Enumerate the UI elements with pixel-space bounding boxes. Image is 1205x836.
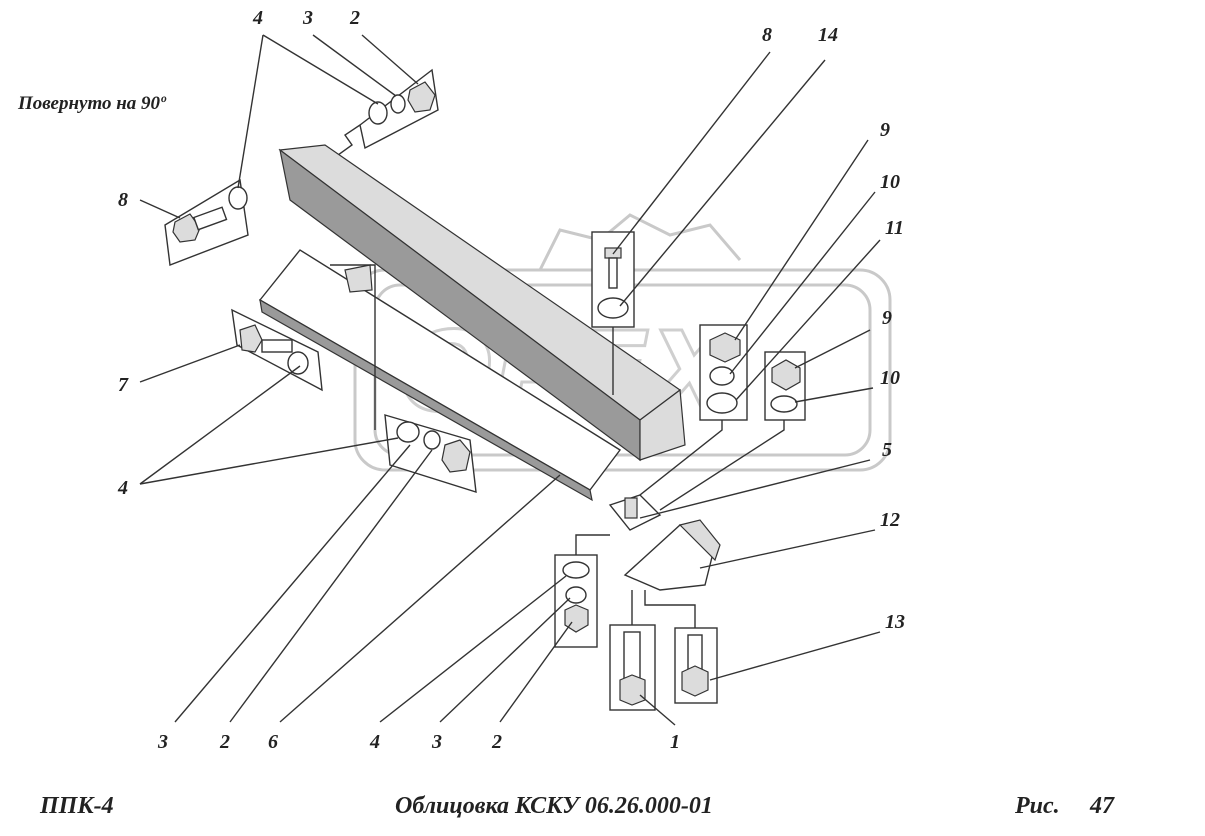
callout-left-7: 7 [118, 374, 128, 396]
callout-r-8: 8 [762, 24, 772, 46]
callout-b-3b: 3 [432, 731, 442, 753]
bolt-8-bracket [164, 178, 249, 266]
callout-b-3a: 3 [158, 731, 168, 753]
footer-title: Облицовка КСКУ 06.26.000-01 [395, 793, 713, 819]
callout-b-2b: 2 [492, 731, 502, 753]
bolt-1-bracket [609, 590, 656, 711]
callout-r-9a: 9 [880, 119, 890, 141]
callout-b-2a: 2 [220, 731, 230, 753]
callout-left-4: 4 [118, 477, 128, 499]
lower-panel [258, 249, 622, 502]
callout-r-10b: 10 [880, 367, 900, 389]
callout-top-3: 3 [303, 7, 313, 29]
callout-r-12: 12 [880, 509, 900, 531]
main-beam [278, 144, 686, 462]
callout-r-9b: 9 [882, 307, 892, 329]
washer-nut-group-center [330, 264, 477, 493]
callout-top-2: 2 [350, 7, 360, 29]
rotated-fastener-group [299, 68, 439, 191]
callout-r-11: 11 [885, 217, 904, 239]
callout-top-4: 4 [253, 7, 263, 29]
leader-lines [139, 34, 881, 726]
callout-r-5: 5 [882, 439, 892, 461]
bracket-5 [608, 494, 662, 531]
callout-r-10a: 10 [880, 171, 900, 193]
callout-b-1: 1 [670, 731, 680, 753]
footer-figure-number: 47 [1090, 793, 1114, 819]
bolt-7-bracket [231, 308, 323, 392]
callout-left-8: 8 [118, 189, 128, 211]
nut-washer-group-9-10 [659, 351, 806, 511]
callout-r-14: 14 [818, 24, 838, 46]
nut-washer-group-9-10-11 [639, 324, 748, 515]
bolt-8-washer-14-group [591, 231, 635, 395]
footer-model: ППК-4 [40, 793, 114, 819]
bolt-13-bracket [644, 590, 718, 704]
rotation-note: Повернуто на 90º [18, 93, 166, 114]
footer-figure-label: Рис. [1015, 793, 1060, 819]
callout-r-13: 13 [885, 611, 905, 633]
callout-b-4: 4 [370, 731, 380, 753]
bracket-12 [623, 519, 721, 591]
callout-b-6: 6 [268, 731, 278, 753]
washer-nut-stack-bottom [554, 534, 610, 648]
